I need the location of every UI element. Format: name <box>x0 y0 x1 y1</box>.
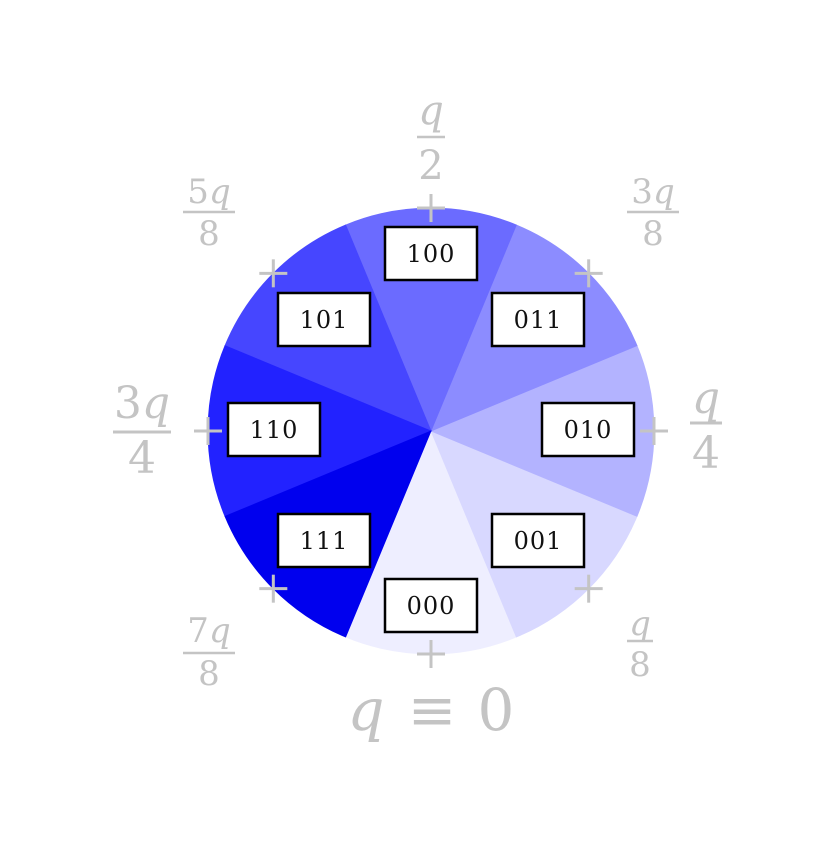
tick-label-zero: q ≡ 0 <box>347 676 514 744</box>
3q4-denominator: 4 <box>128 433 156 484</box>
7q8-denominator: 8 <box>198 654 220 694</box>
tick-label-7q-over-8: 7q 8 <box>183 611 235 694</box>
code-box-111: 111 <box>276 512 372 569</box>
zero-label-equiv: ≡ <box>408 676 457 744</box>
tick-label-q-over-8: q 8 <box>627 604 653 685</box>
3q8-coef: 3 <box>631 172 653 212</box>
tick-mark-7q8 <box>259 574 288 603</box>
tick-label-3q-over-4: 3q 4 <box>113 378 171 484</box>
5q8-var: q <box>209 172 231 212</box>
tick-label-5q-over-8: 5q 8 <box>183 172 235 254</box>
code-label-111: 111 <box>300 527 349 555</box>
tick-label-q-over-2: q 2 <box>417 88 445 189</box>
tick-mark-q4 <box>640 417 668 445</box>
code-label-100: 100 <box>407 240 456 268</box>
code-box-101: 101 <box>276 291 372 348</box>
3q8-var: q <box>653 172 675 212</box>
code-box-010: 010 <box>540 401 636 458</box>
code-box-011: 011 <box>490 291 586 348</box>
tick-labels-layer: q ≡ 0 q 8 q 4 3q 8 q 2 <box>113 88 722 744</box>
q4-denominator: 4 <box>692 428 720 479</box>
tick-mark-3q4 <box>194 417 222 445</box>
5q8-denominator: 8 <box>198 214 220 254</box>
tick-label-3q-over-8: 3q 8 <box>627 172 679 254</box>
ticks-layer <box>194 194 668 668</box>
code-label-010: 010 <box>564 416 613 444</box>
code-box-000: 000 <box>383 577 479 634</box>
code-label-000: 000 <box>407 592 456 620</box>
q8-numerator: q <box>629 604 651 644</box>
tick-mark-3q8 <box>574 259 603 288</box>
tick-label-q-over-4: q 4 <box>690 373 722 479</box>
q2-numerator: q <box>418 88 444 134</box>
svg-text:3q: 3q <box>114 378 170 429</box>
code-label-001: 001 <box>514 527 563 555</box>
code-box-100: 100 <box>383 225 479 282</box>
3q4-var: q <box>142 378 170 429</box>
tick-mark-q8 <box>574 574 603 603</box>
3q8-denominator: 8 <box>642 214 664 254</box>
tick-mark-zero <box>417 640 445 668</box>
q8-denominator: 8 <box>629 645 651 685</box>
zero-label-var: q <box>347 676 384 744</box>
q2-denominator: 2 <box>418 143 443 189</box>
3q4-coef: 3 <box>114 378 142 429</box>
code-box-001: 001 <box>490 512 586 569</box>
zero-label-value: 0 <box>478 676 515 744</box>
7q8-coef: 7 <box>187 611 209 651</box>
q4-numerator: q <box>692 373 720 424</box>
code-boxes-layer: 100 011 101 110 010 111 001 000 <box>226 225 636 634</box>
svg-text:7q: 7q <box>187 611 230 651</box>
code-label-101: 101 <box>300 306 349 334</box>
tick-mark-5q8 <box>259 259 288 288</box>
7q8-var: q <box>209 611 231 651</box>
5q8-coef: 5 <box>187 172 209 212</box>
code-label-011: 011 <box>514 306 563 334</box>
svg-text:3q: 3q <box>631 172 674 212</box>
code-label-110: 110 <box>250 416 299 444</box>
svg-text:5q: 5q <box>187 172 230 212</box>
code-box-110: 110 <box>226 401 322 458</box>
tick-mark-q2 <box>417 194 445 222</box>
